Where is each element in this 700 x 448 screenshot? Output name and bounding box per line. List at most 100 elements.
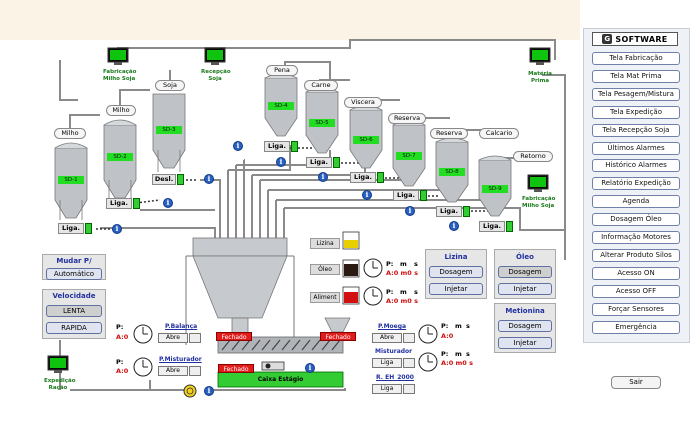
info-icon[interactable]: i: [318, 172, 328, 182]
nav-button[interactable]: Acesso ON: [592, 266, 680, 280]
nav-button[interactable]: Forçar Sensores: [592, 302, 680, 316]
silo-id: SD-9: [482, 185, 508, 193]
motor-desl-button[interactable]: Desl.: [152, 174, 176, 185]
motor-status-indicator: [133, 198, 140, 209]
info-icon[interactable]: i: [276, 157, 286, 167]
info-icon[interactable]: i: [233, 141, 243, 151]
silo-name-tag: Milho: [54, 128, 86, 139]
peso-label: P:: [386, 288, 394, 296]
info-icon[interactable]: i: [204, 174, 214, 184]
motor-liga-button[interactable]: Liga.: [106, 198, 132, 209]
oleo-injetar-button[interactable]: Injetar: [498, 283, 552, 295]
silo-name-tag: Carne: [304, 80, 338, 91]
lizina-panel: Lizina Dosagem Injetar: [425, 249, 487, 299]
pc-materia-prima[interactable]: Matéria Prima: [528, 71, 552, 84]
unit-m: m: [455, 350, 462, 358]
silo-name-tag: Calcario: [479, 128, 519, 139]
unit-m: m: [455, 322, 462, 330]
nav-button[interactable]: Relatório Expedição: [592, 177, 680, 191]
modo-automatico-button[interactable]: Automático: [46, 268, 102, 280]
unit-s: s: [466, 350, 470, 358]
info-icon[interactable]: i: [405, 206, 415, 216]
motor-liga-button[interactable]: Liga.: [58, 223, 84, 234]
peso-label: P:: [386, 260, 394, 268]
balanca-abre-button[interactable]: Abre: [158, 333, 188, 343]
nav-button[interactable]: Alterar Produto Silos: [592, 248, 680, 262]
atual-readout: A:0 m0 s: [441, 359, 473, 367]
velocidade-lenta-button[interactable]: LENTA: [46, 305, 102, 317]
lizina-dosagem-button[interactable]: Dosagem: [429, 266, 483, 278]
nav-button[interactable]: Emergência: [592, 320, 680, 334]
info-icon[interactable]: i: [449, 221, 459, 231]
peso-label: P:: [116, 358, 124, 366]
metionina-injetar-button[interactable]: Injetar: [498, 337, 552, 349]
balanca-label: P.Balança: [165, 323, 198, 330]
ingrediente-oleo: Óleo: [310, 264, 340, 275]
moega-abre-button[interactable]: Abre: [372, 333, 402, 343]
motor-liga-button[interactable]: Liga.: [306, 157, 332, 168]
motor-status-indicator: [377, 172, 384, 183]
balanca-toggle[interactable]: [189, 333, 201, 343]
metionina-dosagem-button[interactable]: Dosagem: [498, 320, 552, 332]
unit-m: m: [400, 288, 407, 296]
motor-liga-button[interactable]: Liga.: [436, 206, 462, 217]
lizina-injetar-button[interactable]: Injetar: [429, 283, 483, 295]
motor-liga-button[interactable]: Liga.: [264, 141, 290, 152]
silo-name-tag: Pena: [266, 65, 298, 76]
nav-button[interactable]: Tela Expedição: [592, 105, 680, 119]
motor-status-indicator: [420, 190, 427, 201]
motor-liga-button[interactable]: Liga.: [350, 172, 376, 183]
redler-liga-button[interactable]: Liga: [372, 384, 402, 394]
misturador-motor-label: Misturador: [375, 348, 413, 355]
motor-status-indicator: [177, 174, 184, 185]
motor-status-indicator: [85, 223, 92, 234]
info-icon[interactable]: i: [112, 224, 122, 234]
unit-m: m: [400, 260, 407, 268]
moega-label: P.Moega: [378, 323, 407, 330]
redler-toggle[interactable]: [403, 384, 415, 394]
moega-toggle[interactable]: [403, 333, 415, 343]
nav-button[interactable]: Tela Pesagem/Mistura: [592, 87, 680, 101]
silo-id: SD-2: [107, 153, 133, 161]
peso-label: P:: [441, 322, 449, 330]
silo-name-tag: Soja: [155, 80, 185, 91]
retorno-tag: Retorno: [513, 151, 553, 162]
pc-recepcao-soja[interactable]: Recepção Soja: [201, 69, 231, 82]
unit-s: s: [466, 322, 470, 330]
pc-fabricacao-milho-soja-2[interactable]: Fabricação Milho Soja: [522, 196, 556, 209]
oleo-dosagem-button[interactable]: Dosagem: [498, 266, 552, 278]
sair-button[interactable]: Sair: [611, 376, 661, 389]
info-icon[interactable]: i: [305, 363, 315, 373]
misturador-toggle[interactable]: [189, 366, 201, 376]
silo-name-tag: Milho: [106, 105, 136, 116]
motor-status-indicator: [333, 157, 340, 168]
misturador-liga-button[interactable]: Liga: [372, 358, 402, 368]
motor-liga-button[interactable]: Liga.: [479, 221, 505, 232]
silo-id: SD-6: [353, 136, 379, 144]
nav-button[interactable]: Acesso OFF: [592, 284, 680, 298]
nav-button[interactable]: Informação Motores: [592, 231, 680, 244]
atual-readout: A:0: [441, 332, 454, 340]
nav-button[interactable]: Tela Mat Prima: [592, 69, 680, 83]
pc-expedicao-racao[interactable]: Expedição Ração: [44, 378, 76, 391]
nav-button[interactable]: Tela Fabricação: [592, 52, 680, 65]
misturador-abre-button[interactable]: Abre: [158, 366, 188, 376]
atual-readout: A:0: [116, 333, 129, 341]
pc-fabricacao-milho-soja[interactable]: Fabricação Milho Soja: [103, 69, 137, 82]
info-icon[interactable]: i: [163, 198, 173, 208]
silo-name-tag: Viscera: [344, 97, 382, 108]
info-icon[interactable]: i: [204, 386, 214, 396]
velocidade-rapida-button[interactable]: RAPIDA: [46, 322, 102, 334]
motor-status-indicator: [291, 141, 298, 152]
nav-button[interactable]: Agenda: [592, 195, 680, 209]
nav-button[interactable]: Histórico Alarmes: [592, 159, 680, 173]
info-icon[interactable]: i: [362, 190, 372, 200]
misturador-motor-toggle[interactable]: [403, 358, 415, 368]
silo-id: SD-5: [309, 119, 335, 127]
atual-readout: A:0 m0 s: [386, 297, 418, 305]
ingrediente-lizina: Lizina: [310, 238, 340, 249]
nav-button[interactable]: Dosagem Óleo: [592, 213, 680, 227]
nav-button[interactable]: Tela Recepção Soja: [592, 123, 680, 137]
nav-button[interactable]: Últimos Alarmes: [592, 141, 680, 155]
motor-liga-button[interactable]: Liga.: [393, 190, 419, 201]
